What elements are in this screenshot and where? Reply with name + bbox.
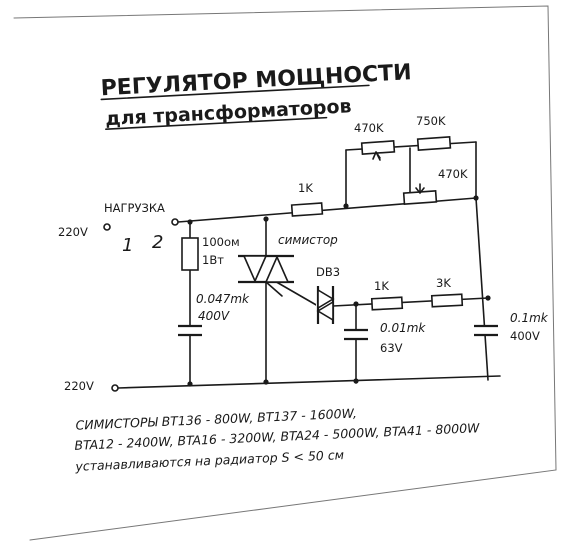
junctions	[187, 195, 491, 387]
terminals	[103, 218, 179, 392]
label-load: НАГРУЗКА	[104, 201, 165, 215]
label-c1-voltage: 400V	[198, 309, 230, 323]
resistor-1k-top	[290, 202, 324, 217]
label-220v-bottom: 220V	[64, 379, 94, 393]
resistor-100-ohm	[181, 237, 199, 271]
label-c2-voltage: 63V	[380, 341, 403, 355]
resistor-750k	[416, 136, 452, 151]
resistor-3k	[430, 293, 464, 308]
resistors	[181, 136, 464, 311]
terminal-220v-bottom	[111, 384, 119, 392]
label-c3-voltage: 400V	[510, 329, 540, 343]
note-line-3: устанавливаются на радиатор S < 50 см	[74, 447, 344, 474]
terminal-220v-top	[103, 223, 111, 231]
label-pot-470k: 470K	[438, 167, 468, 181]
notes-block: СИМИСТОРЫ BT136 - 800W, BT137 - 1600W, B…	[74, 406, 480, 474]
label-1k-mid: 1K	[374, 279, 389, 293]
label-750k: 750K	[416, 114, 446, 128]
triac-symbol	[238, 254, 294, 297]
component-labels: 470K 750K 470K 1K НАГРУЗКА 220V 1 2 100о…	[58, 114, 549, 393]
terminal-2	[171, 218, 179, 226]
resistor-470k-top	[360, 140, 396, 155]
label-c3-value: 0.1mk	[510, 311, 549, 325]
label-diac: DB3	[316, 265, 340, 279]
capacitor-0-1	[474, 324, 498, 337]
label-c2-value: 0.01mk	[380, 321, 426, 335]
title-block: РЕГУЛЯТОР МОЩНОСТИ для трансформаторов	[100, 60, 412, 130]
label-1k-top: 1K	[298, 181, 313, 195]
label-220v-top: 220V	[58, 225, 88, 239]
pot-wipers	[372, 151, 425, 195]
label-1w: 1Вт	[202, 253, 224, 267]
diagram-title: РЕГУЛЯТОР МОЩНОСТИ	[100, 60, 412, 101]
label-terminal-2: 2	[152, 232, 163, 253]
label-triac: симистор	[278, 233, 338, 247]
diagram-subtitle: для трансформаторов	[105, 95, 352, 130]
capacitor-0-01	[344, 328, 368, 341]
diac-symbol	[316, 286, 335, 324]
capacitors	[178, 324, 498, 341]
paper-edge	[13, 5, 557, 541]
label-100-ohm: 100ом	[202, 235, 240, 249]
label-c1-value: 0.047mk	[196, 292, 250, 306]
resistor-1k-mid	[370, 296, 404, 311]
subtitle-underline	[105, 116, 328, 130]
label-3k: 3K	[436, 276, 451, 290]
label-470k-top: 470K	[354, 121, 384, 135]
label-terminal-1: 1	[122, 235, 133, 256]
title-underline	[100, 84, 370, 101]
capacitor-0-047	[178, 324, 202, 337]
